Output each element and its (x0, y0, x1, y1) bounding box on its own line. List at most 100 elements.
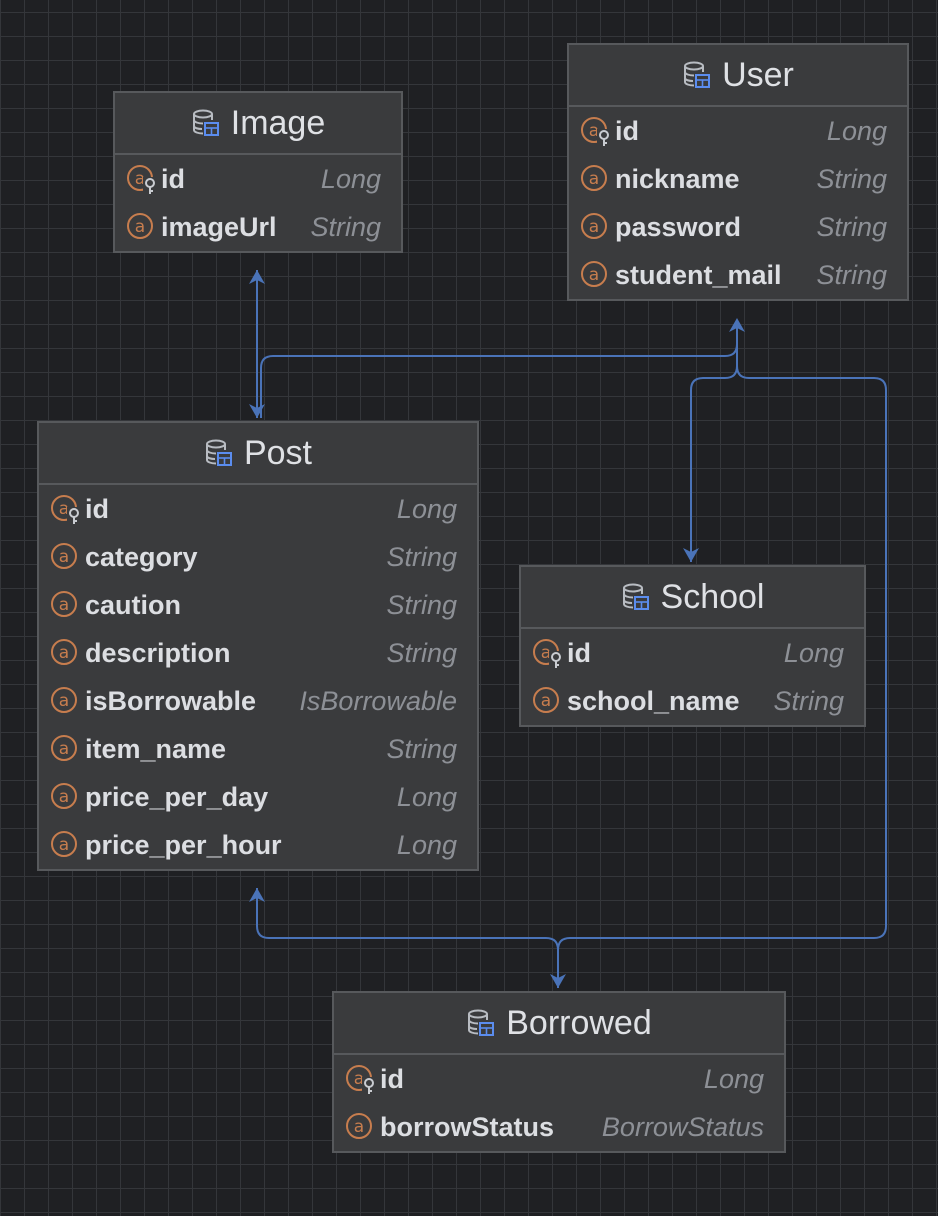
field-name: imageUrl (161, 211, 277, 242)
field-type: Long (396, 493, 457, 524)
field-row[interactable]: a caution String (39, 581, 477, 629)
field-name: id (567, 637, 591, 668)
table-image[interactable]: Image a id Long a imageUrl String (113, 91, 403, 253)
field-type: String (816, 259, 887, 290)
svg-text:a: a (541, 691, 551, 711)
database-table-icon (621, 582, 651, 612)
table-header: Image (115, 93, 401, 155)
table-school[interactable]: School a id Long a school_name String (519, 565, 866, 727)
field-type: String (816, 163, 887, 194)
field-row[interactable]: a item_name String (39, 725, 477, 773)
edge-user-school (690, 320, 738, 562)
attribute-icon: a (49, 589, 81, 621)
field-type: String (310, 211, 381, 242)
field-row[interactable]: a imageUrl String (115, 203, 401, 251)
svg-text:a: a (59, 595, 69, 615)
field-row[interactable]: a id Long (39, 485, 477, 533)
edge-post-borrowed (256, 888, 559, 951)
edge-post-user (260, 320, 738, 418)
svg-text:a: a (59, 499, 69, 519)
field-type: String (773, 685, 844, 716)
field-name: id (161, 163, 185, 194)
svg-text:a: a (59, 643, 69, 663)
field-name: isBorrowable (85, 685, 257, 716)
field-name: item_name (85, 733, 227, 764)
svg-text:a: a (354, 1069, 364, 1089)
database-table-icon (191, 108, 221, 138)
field-type: Long (783, 637, 844, 668)
field-row[interactable]: a student_mail String (569, 251, 907, 299)
field-row[interactable]: a id Long (334, 1055, 784, 1103)
field-row[interactable]: a isBorrowable IsBorrowable (39, 677, 477, 725)
field-row[interactable]: a category String (39, 533, 477, 581)
table-name: Borrowed (506, 1003, 652, 1042)
svg-text:a: a (59, 547, 69, 567)
arrow-head (550, 974, 566, 988)
field-type: String (386, 733, 457, 764)
field-type: Long (703, 1063, 764, 1094)
field-name: borrowStatus (380, 1111, 555, 1142)
svg-text:a: a (135, 169, 145, 189)
attribute-icon: a (579, 211, 611, 243)
database-table-icon (466, 1008, 496, 1038)
primary-key-attribute-icon: a (125, 163, 157, 195)
field-type: String (386, 541, 457, 572)
field-row[interactable]: a id Long (115, 155, 401, 203)
arrow-head (249, 270, 265, 284)
table-name: User (722, 55, 794, 94)
attribute-icon: a (49, 637, 81, 669)
attribute-icon: a (579, 163, 611, 195)
field-name: price_per_day (85, 781, 269, 812)
field-name: id (85, 493, 109, 524)
field-name: student_mail (615, 259, 782, 290)
svg-text:a: a (135, 217, 145, 237)
attribute-icon: a (344, 1111, 376, 1143)
field-type: Long (396, 829, 457, 860)
database-table-icon (682, 60, 712, 90)
field-name: description (85, 637, 231, 668)
attribute-icon: a (49, 685, 81, 717)
field-type: String (386, 589, 457, 620)
attribute-icon: a (531, 685, 563, 717)
svg-text:a: a (589, 217, 599, 237)
attribute-icon: a (579, 259, 611, 291)
primary-key-attribute-icon: a (49, 493, 81, 525)
field-name: category (85, 541, 198, 572)
edge-user-borrowed (557, 365, 887, 988)
field-type: IsBorrowable (299, 685, 457, 716)
svg-text:a: a (589, 265, 599, 285)
attribute-icon: a (49, 541, 81, 573)
table-header: User (569, 45, 907, 107)
field-name: school_name (567, 685, 740, 716)
svg-text:a: a (354, 1117, 364, 1137)
field-type: Long (396, 781, 457, 812)
field-name: id (380, 1063, 404, 1094)
field-name: id (615, 115, 639, 146)
attribute-icon: a (49, 829, 81, 861)
field-name: caution (85, 589, 182, 620)
attribute-icon: a (49, 781, 81, 813)
primary-key-attribute-icon: a (344, 1063, 376, 1095)
svg-text:a: a (59, 739, 69, 759)
field-type: Long (320, 163, 381, 194)
field-type: Long (826, 115, 887, 146)
attribute-icon: a (49, 733, 81, 765)
table-header: Post (39, 423, 477, 485)
table-name: School (660, 577, 765, 616)
field-row[interactable]: a school_name String (521, 677, 864, 725)
svg-text:a: a (59, 835, 69, 855)
svg-text:a: a (59, 691, 69, 711)
